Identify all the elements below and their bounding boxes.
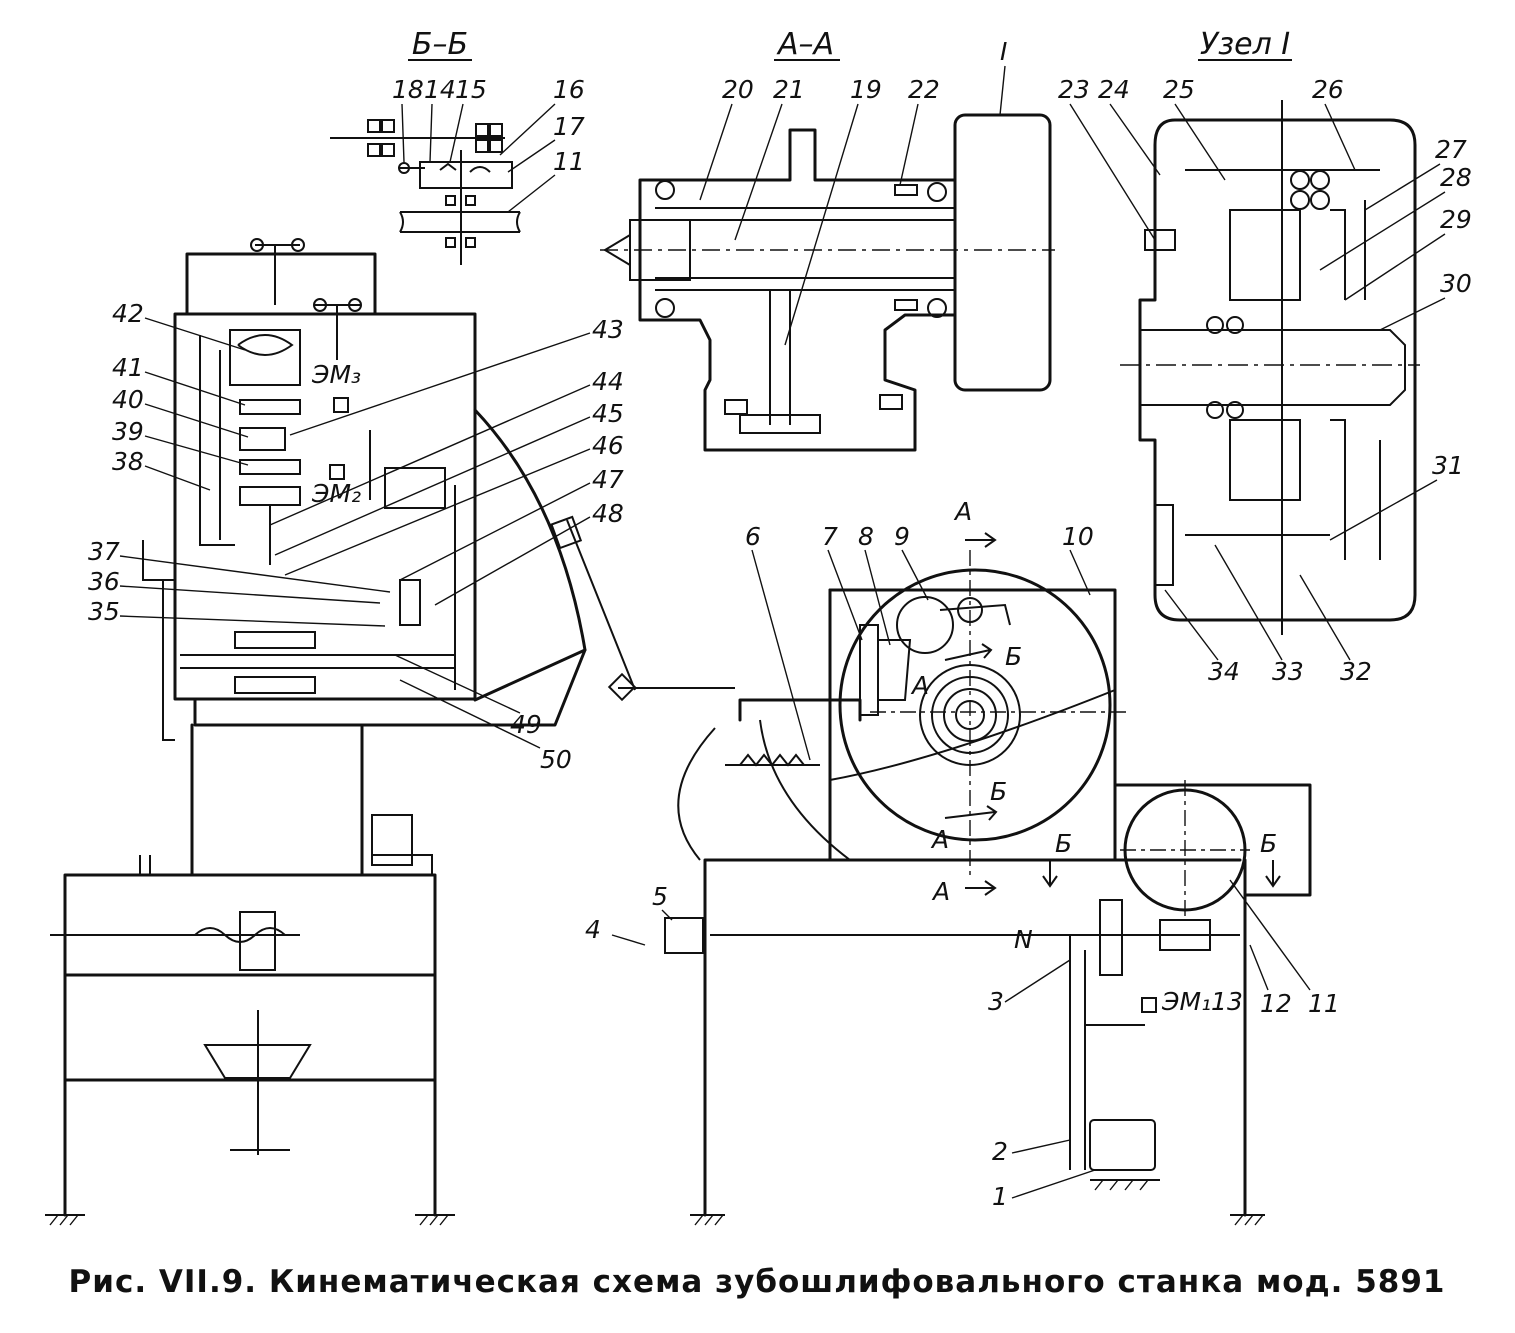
label-29: 29 bbox=[1440, 205, 1472, 234]
left-base-table bbox=[45, 723, 455, 1226]
label-43: 43 bbox=[592, 315, 624, 344]
label-6: 6 bbox=[745, 522, 761, 551]
label-45: 45 bbox=[592, 399, 624, 428]
label-9: 9 bbox=[894, 522, 910, 551]
label-28: 28 bbox=[1440, 163, 1472, 192]
cut-mark-a-top: А bbox=[953, 497, 972, 526]
label-12: 12 bbox=[1260, 989, 1292, 1018]
label-20: 20 bbox=[722, 75, 754, 104]
label-46: 46 bbox=[592, 431, 624, 460]
label-north: N bbox=[1014, 925, 1033, 954]
section-title-bb: Б–Б bbox=[412, 27, 468, 62]
label-40: 40 bbox=[112, 385, 144, 414]
label-26: 26 bbox=[1312, 75, 1344, 104]
label-32: 32 bbox=[1340, 657, 1372, 686]
section-title-node-i: Узел I bbox=[1200, 27, 1290, 62]
label-35: 35 bbox=[88, 597, 120, 626]
label-7: 7 bbox=[822, 522, 838, 551]
label-5: 5 bbox=[652, 882, 668, 911]
label-41: 41 bbox=[112, 353, 144, 382]
part-labels: 18 14 15 16 17 11 20 21 19 22 I 23 24 25… bbox=[88, 37, 1472, 1211]
label-42: 42 bbox=[112, 299, 144, 328]
label-24: 24 bbox=[1098, 75, 1130, 104]
label-36: 36 bbox=[88, 567, 120, 596]
label-25: 25 bbox=[1163, 75, 1195, 104]
label-22: 22 bbox=[908, 75, 940, 104]
label-18: 18 bbox=[392, 75, 424, 104]
section-aa-view bbox=[600, 113, 1055, 452]
section-title-aa: А–А bbox=[776, 27, 834, 62]
label-38: 38 bbox=[112, 447, 144, 476]
label-48: 48 bbox=[592, 499, 624, 528]
label-roman-I: I bbox=[1000, 37, 1007, 66]
motion-label-a-lower: А bbox=[930, 825, 949, 854]
label-34: 34 bbox=[1208, 657, 1240, 686]
label-27: 27 bbox=[1435, 135, 1467, 164]
right-machine-body bbox=[618, 532, 1312, 1226]
label-17: 17 bbox=[553, 112, 585, 141]
label-39: 39 bbox=[112, 417, 144, 446]
label-50: 50 bbox=[540, 745, 572, 774]
label-em3: ЭМ₃ bbox=[311, 360, 361, 389]
motion-label-b-upper: Б bbox=[1005, 642, 1022, 671]
label-8: 8 bbox=[858, 522, 874, 551]
left-column-unit bbox=[142, 238, 637, 741]
label-11-top: 11 bbox=[553, 147, 585, 176]
label-37: 37 bbox=[88, 537, 120, 566]
label-31: 31 bbox=[1432, 451, 1464, 480]
figure-caption: Рис. VII.9. Кинематическая схема зубошли… bbox=[69, 1264, 1446, 1300]
label-30: 30 bbox=[1440, 269, 1472, 298]
cut-mark-b-left: Б bbox=[1055, 829, 1072, 858]
label-em1-13: ЭМ₁13 bbox=[1161, 987, 1243, 1016]
label-3: 3 bbox=[988, 987, 1004, 1016]
label-19: 19 bbox=[850, 75, 882, 104]
cut-mark-a-bottom: А bbox=[931, 877, 950, 906]
label-49: 49 bbox=[510, 710, 542, 739]
motion-label-b-lower: Б bbox=[990, 777, 1007, 806]
label-47: 47 bbox=[592, 465, 624, 494]
label-em2: ЭМ₂ bbox=[311, 479, 361, 508]
node-i-view bbox=[1120, 100, 1420, 635]
label-16: 16 bbox=[553, 75, 585, 104]
motion-label-a-upper: А bbox=[910, 671, 929, 700]
label-1: 1 bbox=[992, 1182, 1008, 1211]
cut-mark-b-right: Б bbox=[1260, 829, 1277, 858]
label-11-bottom: 11 bbox=[1308, 989, 1340, 1018]
label-2: 2 bbox=[992, 1137, 1008, 1166]
section-bb-view bbox=[330, 119, 521, 265]
label-44: 44 bbox=[592, 367, 624, 396]
label-33: 33 bbox=[1272, 657, 1304, 686]
label-4: 4 bbox=[585, 915, 601, 944]
label-15: 15 bbox=[455, 75, 487, 104]
label-23: 23 bbox=[1058, 75, 1090, 104]
label-10: 10 bbox=[1062, 522, 1094, 551]
label-14: 14 bbox=[424, 75, 456, 104]
label-21: 21 bbox=[773, 75, 805, 104]
